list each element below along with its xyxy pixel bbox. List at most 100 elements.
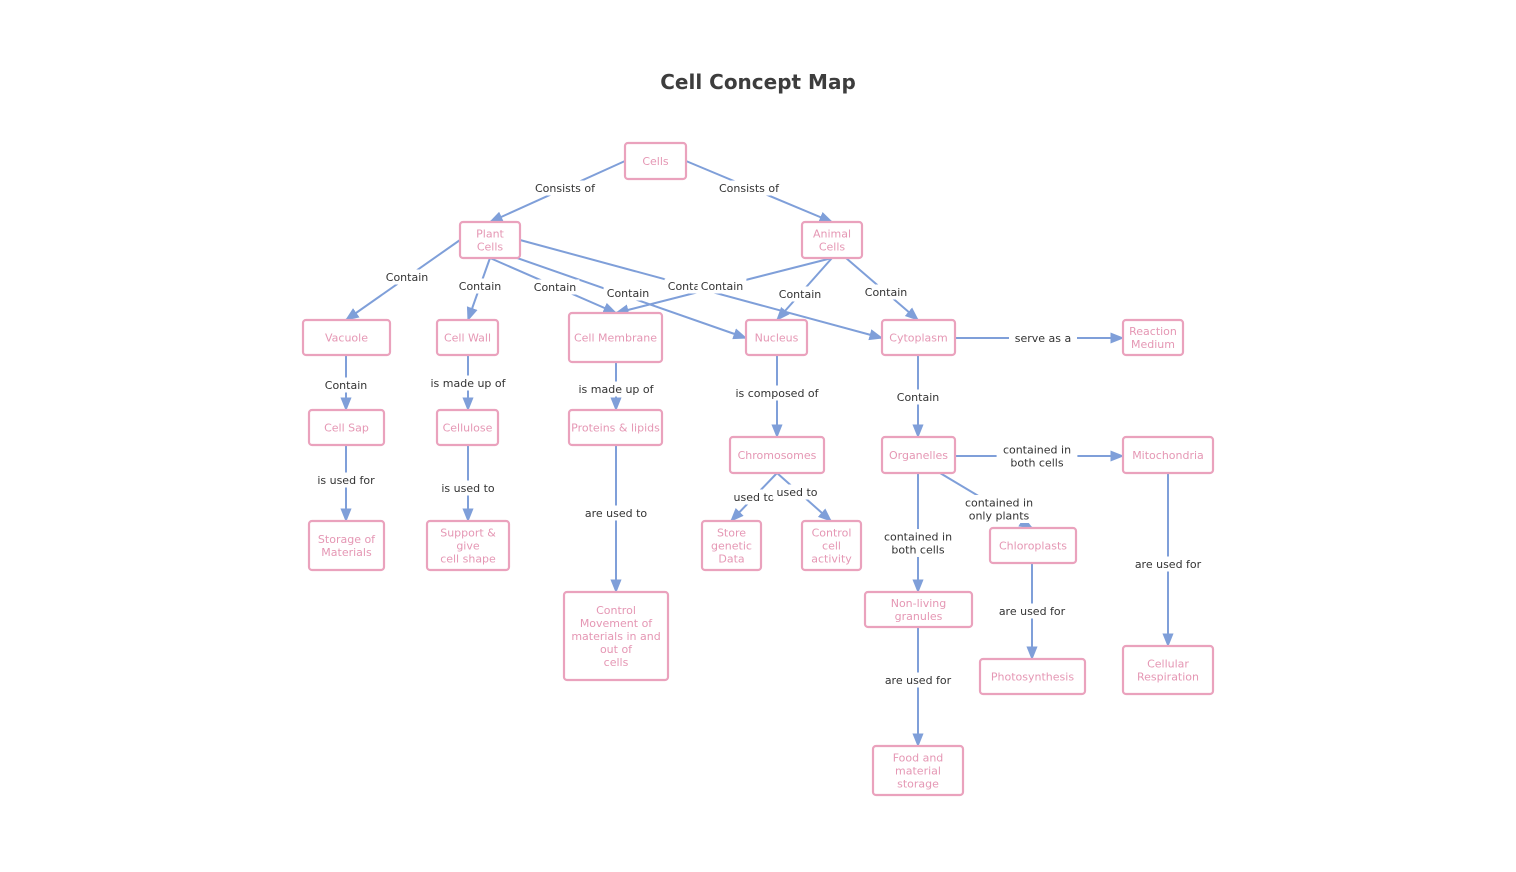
node-chloroplasts[interactable]: Chloroplasts [988,526,1078,565]
edge-label-line: Contain [325,379,367,392]
edge-label: are used for [877,672,959,688]
node-label: Photosynthesis [991,671,1074,684]
node-chromosomes[interactable]: Chromosomes [728,435,826,475]
edge-label-line: contained in [1003,444,1071,457]
node-label-line: Cytoplasm [889,332,947,345]
edge-label-text: Contain [386,271,428,284]
node-label-line: Animal [813,228,851,241]
edge-label: Contain [382,269,432,285]
node-vacuole[interactable]: Vacuole [301,318,392,357]
node-label-line: Chromosomes [738,449,817,462]
node-cellulose[interactable]: Cellulose [435,408,500,447]
node-label-line: Control [596,604,636,617]
edge-label-text: are used for [885,674,952,687]
node-label-line: Support & [440,527,496,540]
node-organelles[interactable]: Organelles [880,435,957,475]
edge-label-text: Contain [865,286,907,299]
edge-label-line: only plants [969,510,1030,523]
edge-label: is made up of [424,375,512,391]
node-label-line: storage [897,778,939,791]
node-label-line: Medium [1131,338,1175,351]
node-label-line: Cell Sap [324,422,369,435]
node-nucleus[interactable]: Nucleus [744,318,809,357]
node-label-line: Organelles [889,449,948,462]
edge-label-text: used to [777,486,818,499]
node-label-line: cells [604,656,629,669]
node-photosynthesis[interactable]: Photosynthesis [978,657,1087,696]
edge-label-text: Contain [325,379,367,392]
edge-label-line: Contain [701,280,743,293]
node-box [307,408,386,447]
node-label-line: Cells [477,241,504,254]
node-label-line: Cell Membrane [574,332,657,345]
edge-label: used to [772,484,822,500]
node-box [435,318,500,357]
node-label: Cytoplasm [889,332,947,345]
edge-label-text: serve as a [1015,332,1072,345]
node-label-line: out of [600,643,633,656]
node-label-line: Reaction [1129,325,1177,338]
node-label-line: granules [895,610,943,623]
edge-label-line: are used for [1135,558,1202,571]
edge-label: Contain [530,279,580,295]
node-label-line: cell shape [440,553,496,566]
node-proteins[interactable]: Proteins & lipids [567,408,664,447]
node-label-line: cell [822,540,841,553]
node-label-line: material [895,765,941,778]
edge-label-text: is made up of [430,377,506,390]
node-label-line: Photosynthesis [991,671,1074,684]
node-cells[interactable]: Cells [623,141,688,181]
node-box [623,141,688,181]
node-label-line: Cells [819,241,846,254]
node-label-line: Non-living [891,597,947,610]
node-label-line: Mitochondria [1132,449,1204,462]
edge-label-line: Contain [779,288,821,301]
edge-label-text: is used to [441,482,495,495]
edge-label-text: Contain [897,391,939,404]
node-label: Cells [642,155,669,168]
node-box [425,519,511,572]
node-label: Cell Membrane [574,332,657,345]
node-cellsap[interactable]: Cell Sap [307,408,386,447]
node-cellwall[interactable]: Cell Wall [435,318,500,357]
node-label-line: Food and [893,752,944,765]
diagram-title: Cell Concept Map [660,70,856,94]
node-box [435,408,500,447]
node-box [863,590,974,629]
node-box [744,318,809,357]
edge-label: are used for [1127,556,1209,572]
edge-label-line: is made up of [578,383,654,396]
edge-label: Contain [697,278,747,294]
node-label: Cellulose [443,422,493,435]
node-label-line: give [456,540,480,553]
node-mitochondria[interactable]: Mitochondria [1121,435,1215,475]
node-label-line: Vacuole [325,332,368,345]
node-membrane[interactable]: Cell Membrane [567,311,664,364]
node-cytoplasm[interactable]: Cytoplasm [880,318,957,357]
edge-label-line: Contain [459,280,501,293]
edge-label-line: Contain [534,281,576,294]
edge-label-line: both cells [891,544,944,557]
edge-label-line: contained in [965,497,1033,510]
node-box [567,408,664,447]
edge-label-text: Consists of [719,182,780,195]
node-box [562,590,670,682]
